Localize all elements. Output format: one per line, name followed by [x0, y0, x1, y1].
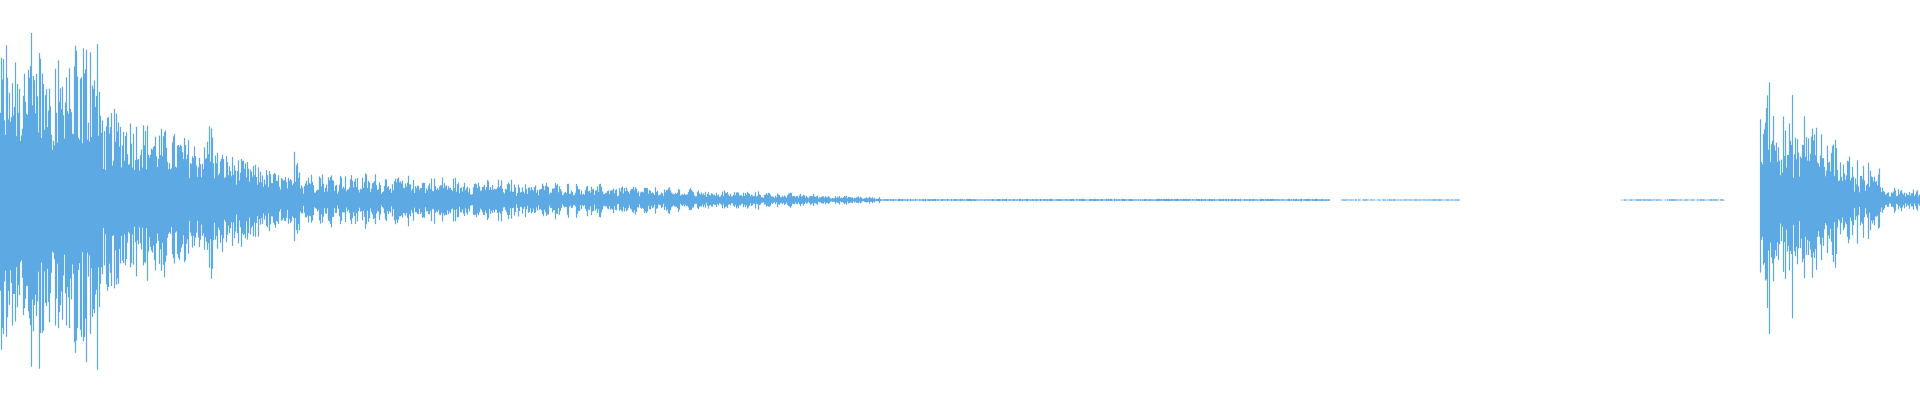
waveform-trace: [0, 32, 1920, 370]
waveform-bars: [0, 32, 1920, 370]
